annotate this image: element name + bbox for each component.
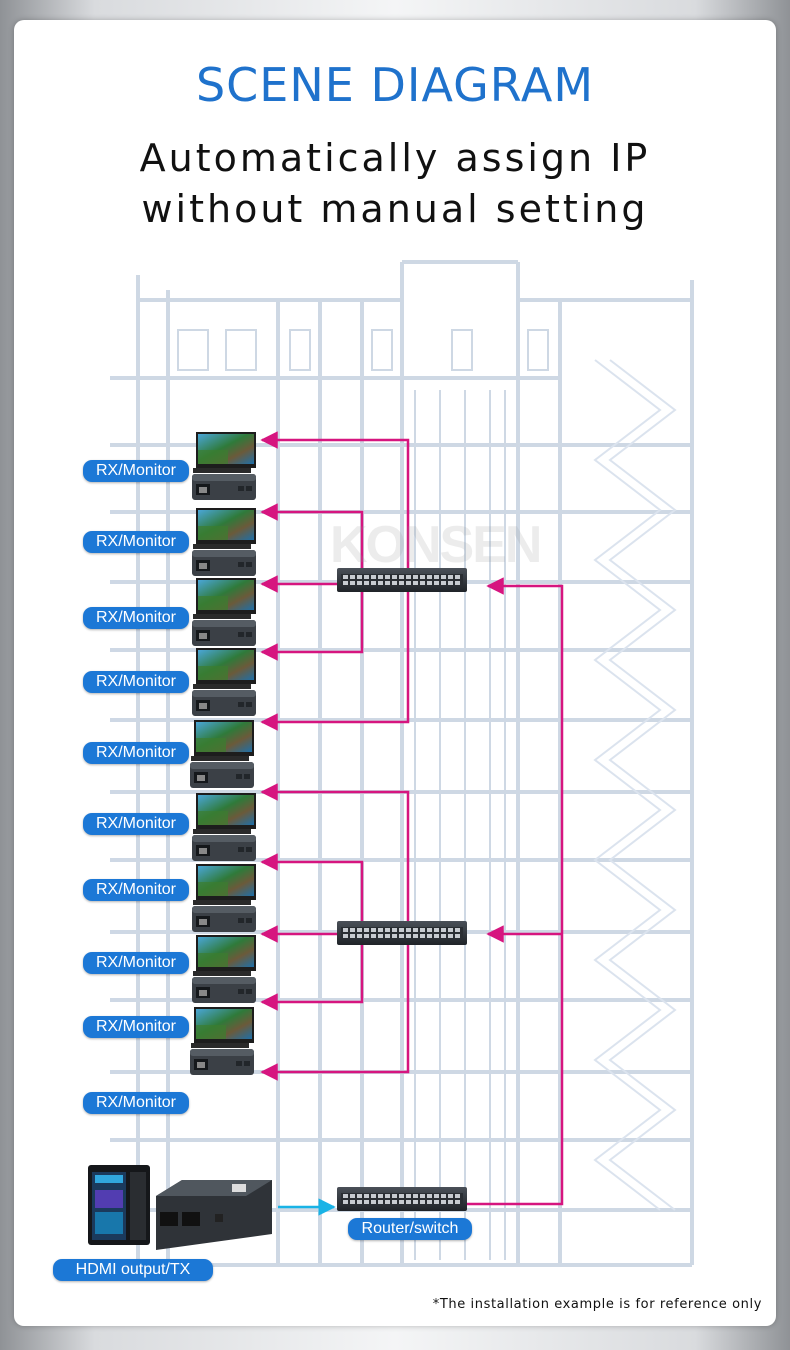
pc-tower-icon <box>88 1165 150 1245</box>
subtitle-line-2: without manual setting <box>141 187 649 231</box>
hdmi-extender-tx-icon <box>156 1180 272 1250</box>
subtitle-line-1: Automatically assign IP <box>139 136 651 180</box>
connection-lines <box>260 431 564 1206</box>
rx-monitor-label: RX/Monitor <box>83 671 189 693</box>
network-switch-icon <box>337 921 467 945</box>
rx-monitor-label: RX/Monitor <box>83 879 189 901</box>
rx-monitor-label: RX/Monitor <box>83 1092 189 1114</box>
rx-unit-2 <box>192 508 256 576</box>
rx-monitor-label: RX/Monitor <box>83 1016 189 1038</box>
rx-monitor-label: RX/Monitor <box>83 742 189 764</box>
rx-monitor-label: RX/Monitor <box>83 531 189 553</box>
rx-unit-1 <box>192 432 256 500</box>
rx-unit-3 <box>192 578 256 646</box>
footnote: *The installation example is for referen… <box>432 1297 762 1312</box>
rx-unit-7 <box>192 864 256 932</box>
network-switch-icon <box>337 1187 467 1211</box>
rx-monitor-label: RX/Monitor <box>83 607 189 629</box>
rx-unit-6 <box>192 793 256 861</box>
rx-monitor-label: RX/Monitor <box>83 460 189 482</box>
page-title: SCENE DIAGRAM <box>195 58 595 112</box>
rx-unit-5 <box>190 720 254 788</box>
rx-units <box>190 432 256 1075</box>
rx-monitor-label: RX/Monitor <box>83 952 189 974</box>
rx-unit-8 <box>192 935 256 1003</box>
staircase-decoration <box>593 359 677 1211</box>
rx-monitor-label: RX/Monitor <box>83 813 189 835</box>
watermark: KONSEN <box>330 516 542 574</box>
tx-label: HDMI output/TX <box>53 1259 213 1281</box>
rx-unit-9 <box>190 1007 254 1075</box>
rx-unit-4 <box>192 648 256 716</box>
router-switch-label: Router/switch <box>348 1218 472 1240</box>
